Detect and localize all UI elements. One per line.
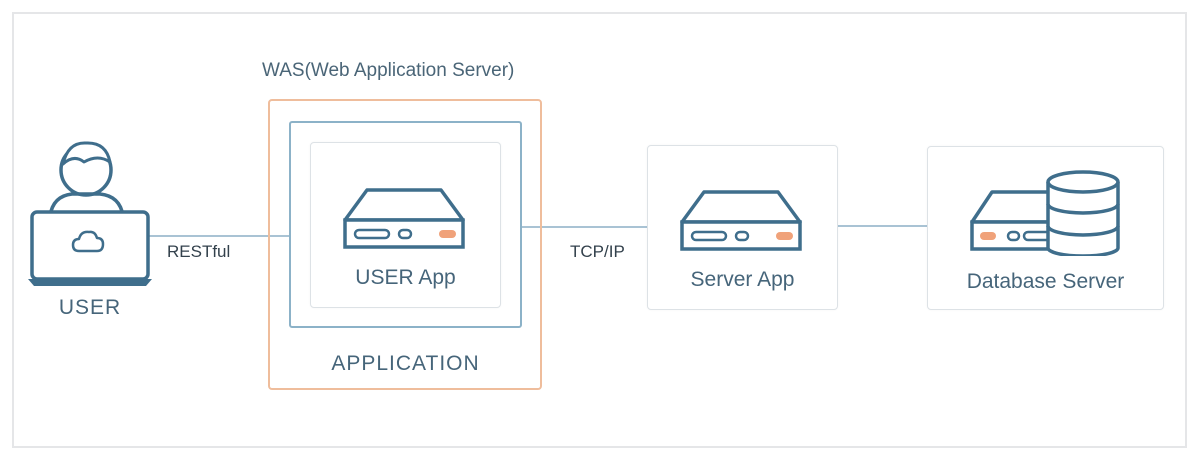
connector-server-to-db <box>838 225 927 227</box>
was-title: WAS(Web Application Server) <box>262 60 515 81</box>
user-label: USER <box>58 296 122 319</box>
server-icon <box>343 188 465 249</box>
connector-user-to-app <box>147 235 290 237</box>
tcpip-label: TCP/IP <box>570 242 625 261</box>
diagram-frame <box>12 12 1187 448</box>
database-server-label: Database Server <box>966 270 1125 293</box>
user-node <box>28 130 152 288</box>
server-app-node <box>678 188 804 252</box>
server-icon <box>680 190 802 251</box>
user-app-label: USER App <box>355 266 456 289</box>
application-label: APPLICATION <box>331 352 480 375</box>
restful-label: RESTful <box>167 242 231 261</box>
user-app-node <box>341 186 467 250</box>
user-at-laptop-icon <box>28 141 152 286</box>
server-app-label: Server App <box>690 268 795 291</box>
connector-app-to-server <box>521 226 647 228</box>
database-server-icon <box>970 170 1120 256</box>
database-server-node <box>968 168 1122 256</box>
was-container <box>268 99 542 390</box>
